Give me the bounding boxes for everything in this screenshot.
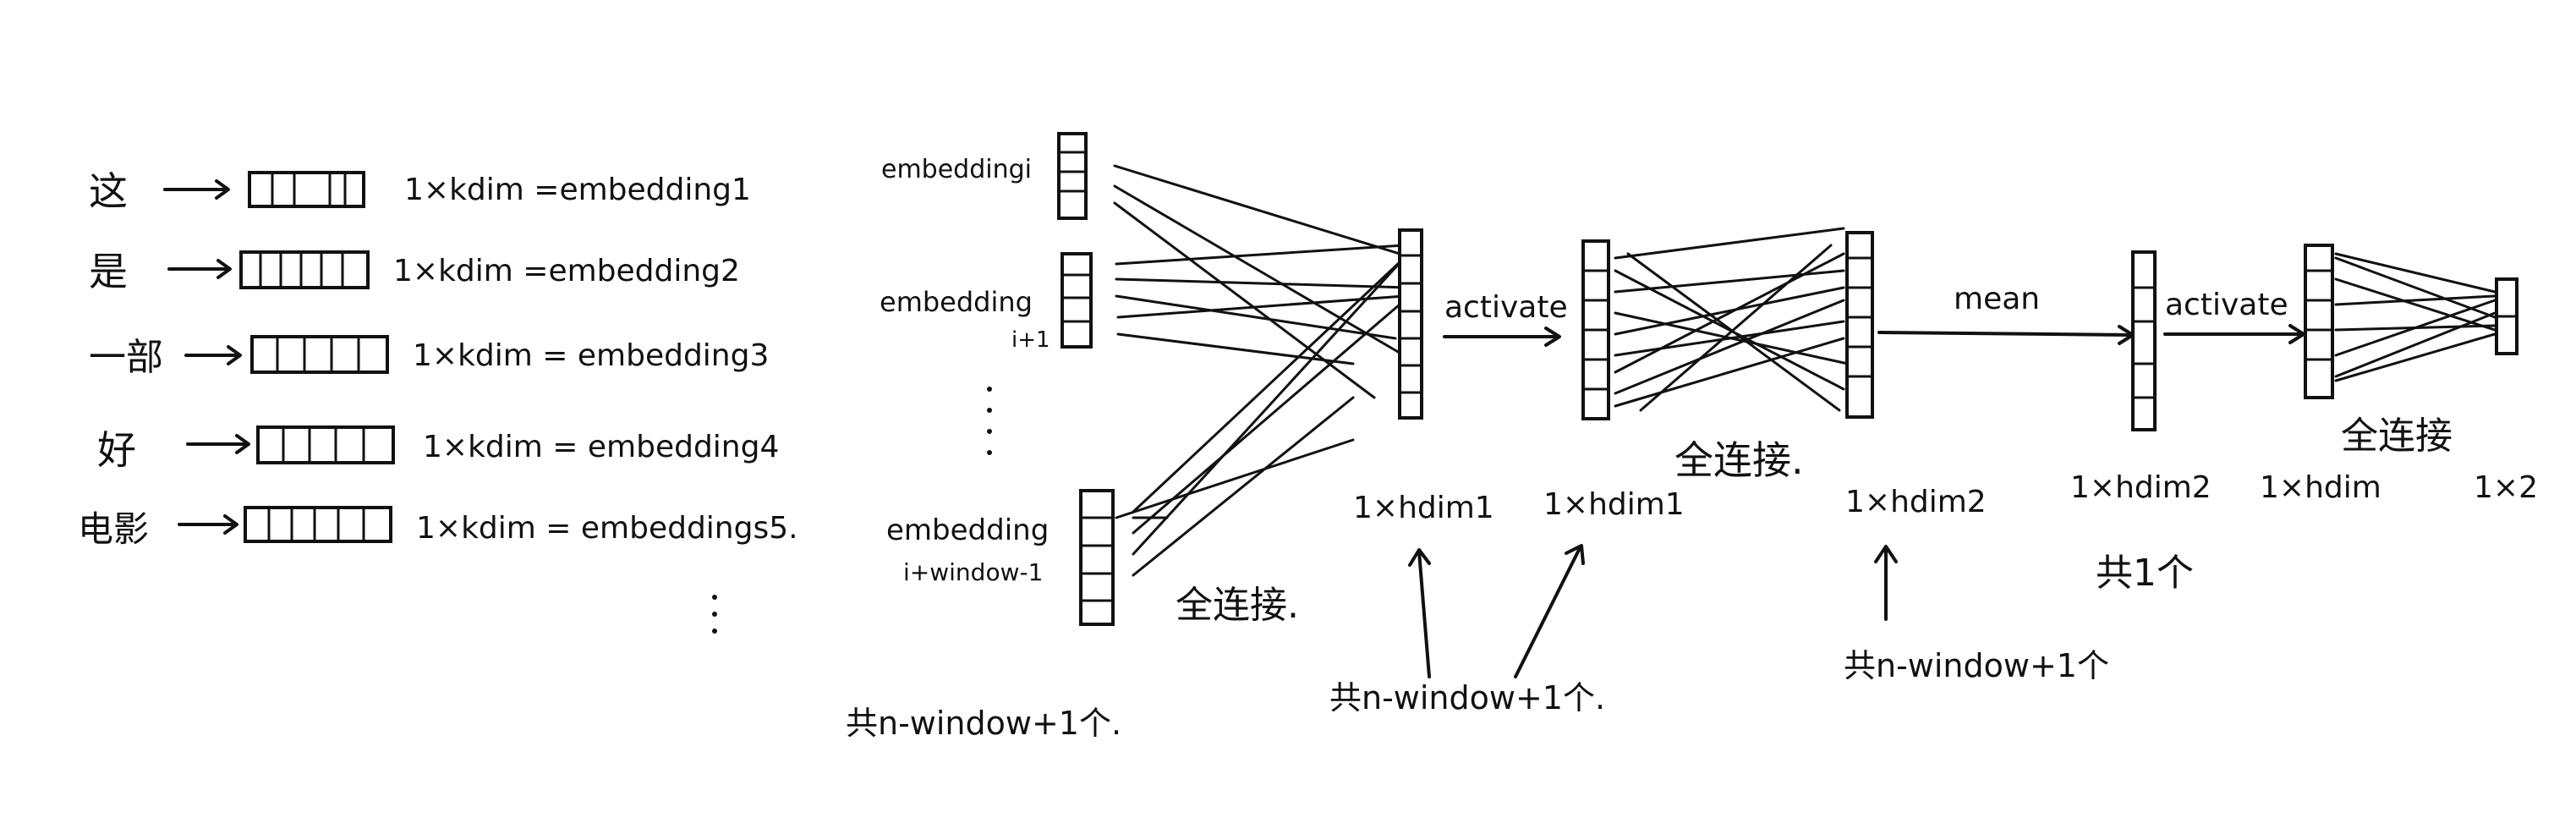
activate-label-2: activate <box>2165 288 2288 322</box>
embedding-vector <box>256 425 395 464</box>
token-char: 好 <box>97 427 136 473</box>
dim-hdim1: 1×hdim1 <box>1353 491 1494 525</box>
fc-label-1: 全连接. <box>1176 584 1299 627</box>
token-row-1: 这 1×kdim =embedding1 <box>89 168 751 214</box>
embedding-label: 1×kdim =embedding2 <box>393 254 740 288</box>
continuation-dots-inputs <box>987 387 992 455</box>
token-char: 是 <box>89 249 128 294</box>
arrowhead <box>1565 544 1585 565</box>
embedding-label: 1×kdim = embeddings5. <box>416 511 798 546</box>
token-row-5: 电影 1×kdim = embeddings5. <box>78 506 798 550</box>
embedding-vector <box>248 171 365 208</box>
dim-hdim2b: 1×hdim2 <box>2070 470 2212 505</box>
mean-arrow <box>1877 331 2133 337</box>
arrowhead <box>216 259 232 279</box>
arrowhead <box>1544 327 1561 347</box>
embedding-vector <box>250 335 389 374</box>
count-windows-left: 共n-window+1个. <box>846 705 1121 742</box>
token-char: 这 <box>89 168 128 214</box>
arrowhead <box>1408 548 1431 567</box>
embedding-vector <box>239 250 370 289</box>
pointer-arrow-1 <box>1417 550 1431 678</box>
hidden-vector-1 <box>1398 228 1423 420</box>
dim-hdim2: 1×hdim2 <box>1845 485 1987 519</box>
token-char: 电影 <box>78 508 149 550</box>
mean-label: mean <box>1954 282 2040 316</box>
embedding-vector <box>244 506 392 543</box>
input-embedding-i1-line2: i+1 <box>1011 327 1050 353</box>
dim-output: 1×2 <box>2474 470 2538 505</box>
mean-vector <box>2131 250 2157 431</box>
embedding-label: 1×kdim = embedding3 <box>413 338 769 373</box>
token-row-4: 好 1×kdim = embedding4 <box>97 425 779 473</box>
fc-label-2: 全连接. <box>1674 437 1804 483</box>
token-char: 一部 <box>89 336 163 379</box>
dim-hdim: 1×hdim <box>2260 470 2381 505</box>
activate-label-1: activate <box>1444 290 1568 325</box>
fc-label-3: 全连接 <box>2341 414 2453 458</box>
input-embedding-i: embeddingi <box>881 155 1032 184</box>
arrowhead <box>215 179 230 200</box>
pointer-arrow-2 <box>1514 546 1581 678</box>
count-windows-middle: 共n-window+1个. <box>1329 679 1605 716</box>
arrowhead <box>227 345 242 365</box>
token-row-2: 是 1×kdim =embedding2 <box>89 249 740 294</box>
activated-vector <box>2304 244 2334 399</box>
input-embedding-window-line2: i+window-1 <box>903 558 1043 586</box>
count-windows-right: 共n-window+1个 <box>1844 647 2109 684</box>
input-vector-window <box>1079 489 1115 626</box>
hidden-vector-2 <box>1845 231 1874 419</box>
token-row-3: 一部 1×kdim = embedding3 <box>89 335 769 379</box>
input-embedding-window-line1: embedding <box>886 513 1049 547</box>
fc-connections-1 <box>1113 164 1410 577</box>
input-vector-i <box>1057 132 1088 220</box>
fc-connections-3 <box>2334 252 2497 382</box>
embedding-label: 1×kdim =embedding1 <box>404 173 751 207</box>
dim-hdim1b: 1×hdim1 <box>1543 487 1685 522</box>
embedding-label: 1×kdim = embedding4 <box>423 430 779 464</box>
fc-connections-2 <box>1614 227 1850 412</box>
arrowhead <box>1874 545 1898 563</box>
continuation-dots-left <box>712 595 717 634</box>
arrowhead <box>223 514 238 535</box>
input-embedding-i1-line1: embedding <box>880 286 1033 318</box>
count-one: 共1个 <box>2096 552 2194 595</box>
input-vector-i1 <box>1061 252 1093 349</box>
arrowhead <box>235 434 250 454</box>
